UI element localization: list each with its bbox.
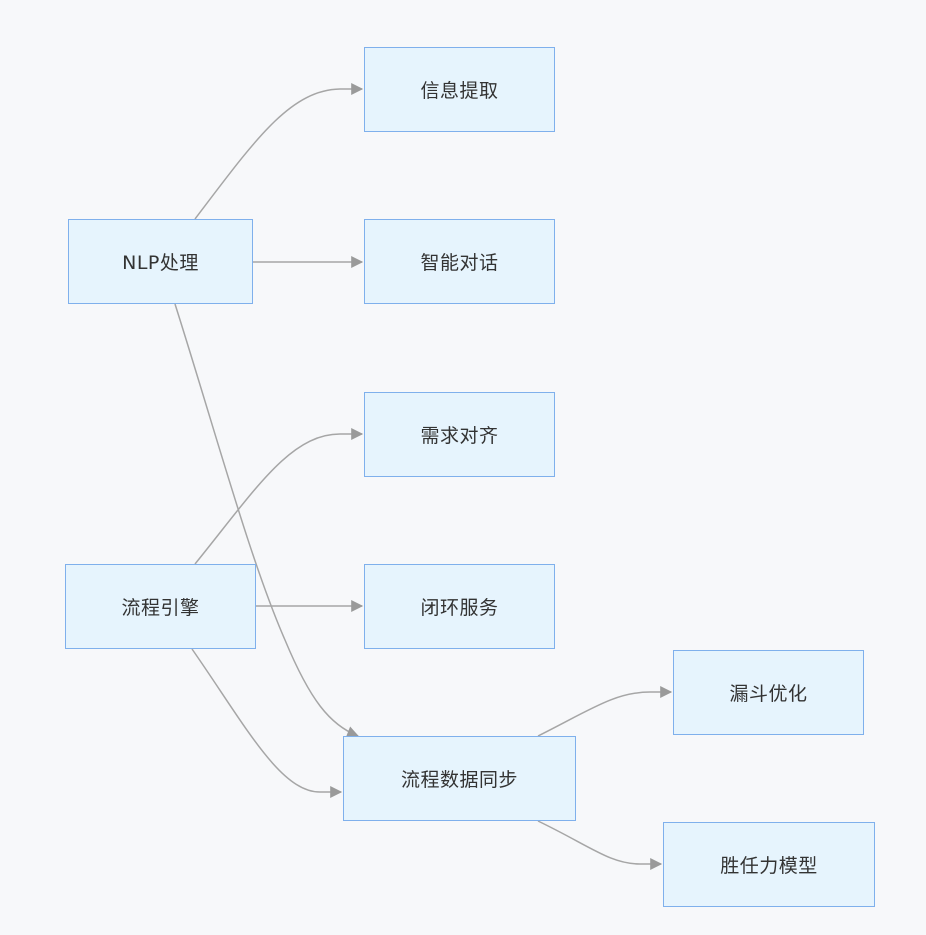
- node-nlp-processing: NLP处理: [68, 219, 253, 304]
- node-closed-loop-service: 闭环服务: [364, 564, 555, 649]
- node-label: NLP处理: [122, 252, 199, 274]
- edge-sync-to-win: [537, 820, 663, 870]
- node-requirement-alignment: 需求对齐: [364, 392, 555, 477]
- node-information-extraction: 信息提取: [364, 47, 555, 132]
- edge-nlp-to-sync: [174, 303, 360, 738]
- node-label: 需求对齐: [420, 425, 499, 447]
- node-intelligent-dialogue: 智能对话: [364, 219, 555, 304]
- node-process-data-sync: 流程数据同步: [343, 736, 576, 821]
- edge-sync-to-funnel: [537, 686, 673, 737]
- node-label: 智能对话: [420, 252, 499, 274]
- node-label: 流程引擎: [121, 597, 200, 619]
- edge-nlp-to-info: [194, 83, 364, 220]
- node-label: 流程数据同步: [400, 769, 518, 791]
- node-process-engine: 流程引擎: [65, 564, 256, 649]
- node-funnel-optimization: 漏斗优化: [673, 650, 864, 735]
- edge-flow-to-align: [194, 428, 364, 565]
- edge-flow-to-sync: [191, 648, 343, 798]
- node-label: 漏斗优化: [729, 683, 808, 705]
- node-label: 胜任力模型: [720, 855, 818, 877]
- node-label: 信息提取: [420, 80, 499, 102]
- node-label: 闭环服务: [420, 597, 499, 619]
- node-competency-model: 胜任力模型: [663, 822, 875, 907]
